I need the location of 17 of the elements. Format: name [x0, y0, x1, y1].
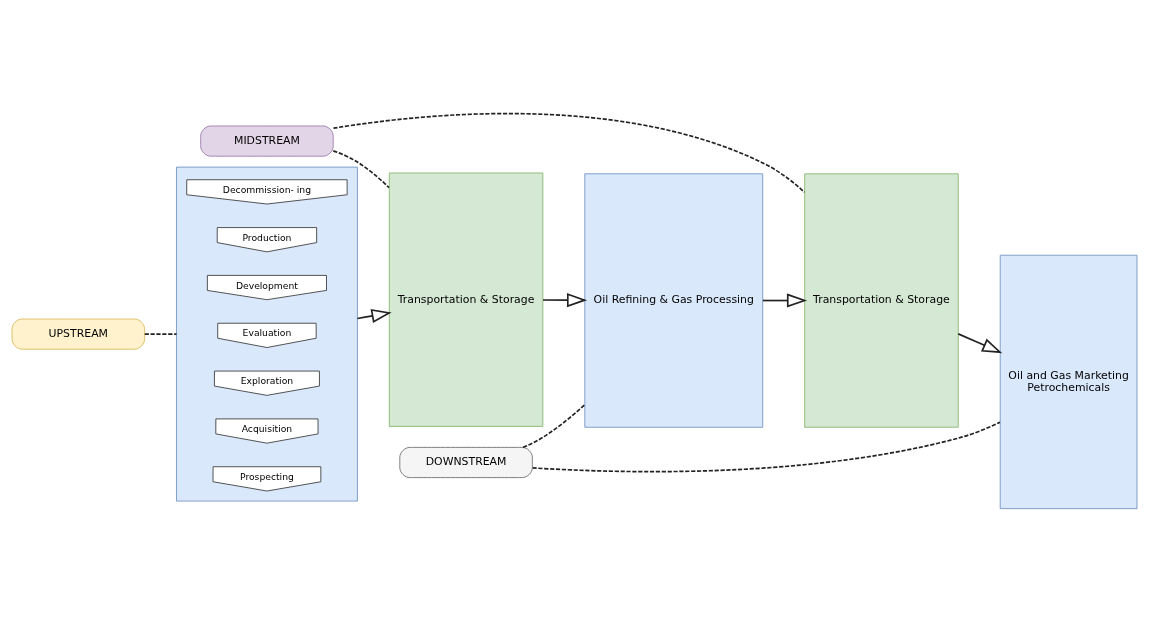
node-box: MIDSTREAM	[200, 125, 334, 157]
cluster	[176, 166, 358, 501]
arrow	[762, 292, 808, 308]
arrow	[356, 308, 392, 323]
connector	[522, 403, 586, 448]
connector	[531, 420, 1001, 472]
node-box: UPSTREAM	[11, 318, 145, 350]
node-box: Transportation & Storage	[388, 172, 544, 427]
node-box: Transportation & Storage	[804, 172, 959, 428]
arrow	[542, 292, 588, 307]
connector	[332, 149, 390, 188]
connector	[332, 112, 806, 193]
node-box: Oil Refining & Gas Processing	[584, 172, 764, 428]
arrow	[957, 332, 1003, 353]
connector	[143, 332, 178, 335]
node-box: Oil and Gas Marketing Petrochemicals	[999, 254, 1138, 509]
node-box: DOWNSTREAM	[399, 446, 533, 478]
